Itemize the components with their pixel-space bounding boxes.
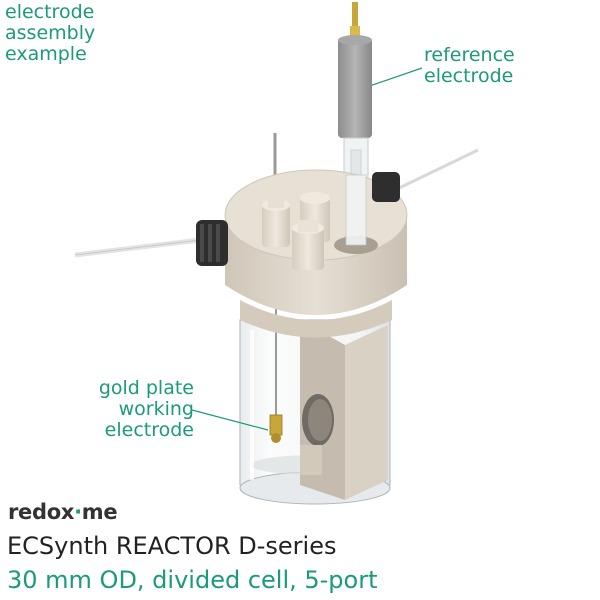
port-plug-3 xyxy=(292,220,324,270)
brand-dot: · xyxy=(74,500,82,524)
divider-block xyxy=(300,320,388,500)
gold-electrode-label: gold plate working electrode xyxy=(98,377,194,441)
reference-electrode-label: reference electrode xyxy=(424,44,515,87)
brand-logo: redox·me xyxy=(8,500,118,524)
product-title: ECSynth REACTOR D-series xyxy=(7,532,337,560)
brand-name-part1: redox xyxy=(8,500,75,524)
reference-port xyxy=(334,174,378,254)
cap-knob-left xyxy=(196,220,228,266)
port-plug-1 xyxy=(262,198,290,247)
brand-name-part2: me xyxy=(81,500,118,524)
product-subtitle: 30 mm OD, divided cell, 5-port xyxy=(7,566,378,594)
gold-electrode xyxy=(269,300,283,443)
cap-knob-right xyxy=(372,172,400,202)
assembly-label: electrode assembly example xyxy=(5,1,96,65)
side-wire-right xyxy=(394,148,479,192)
gold-leader-line xyxy=(191,409,269,431)
